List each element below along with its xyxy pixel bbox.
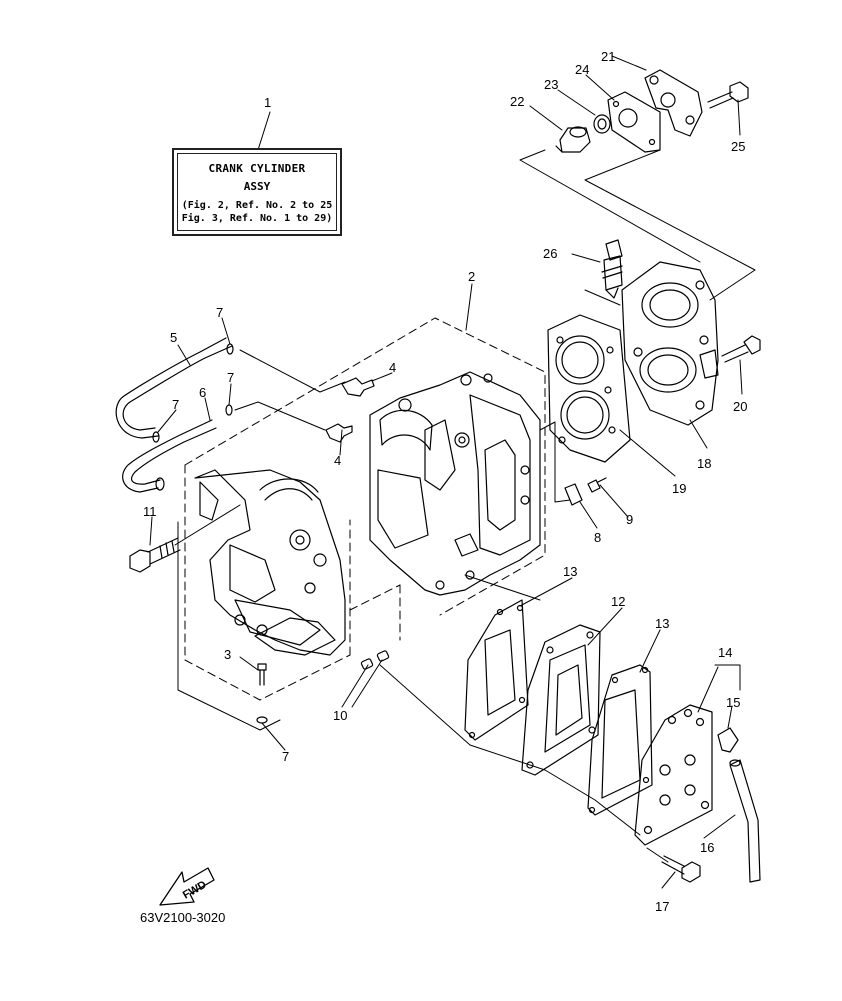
cover-part-21 xyxy=(644,69,703,137)
exhaust-gasket-part-13-b xyxy=(587,664,653,816)
info-box-title: CRANK CYLINDER xyxy=(208,162,306,175)
info-box-subtitle: ASSY xyxy=(243,180,271,193)
callout-7-top: 7 xyxy=(216,305,224,320)
callout-3: 3 xyxy=(224,647,232,662)
thermostat-part-22 xyxy=(555,126,591,153)
callout-11: 11 xyxy=(143,504,157,519)
callout-9: 9 xyxy=(626,512,634,527)
drawing-code: 63V2100-3020 xyxy=(140,910,226,925)
callout-7-left: 7 xyxy=(172,397,180,412)
head-gasket-part-19 xyxy=(547,314,631,463)
callout-12: 12 xyxy=(611,594,626,609)
callout-10: 10 xyxy=(333,708,348,723)
clip-part-8 xyxy=(564,483,583,506)
fwd-arrow-icon: FWD xyxy=(159,867,215,906)
fitting-part-4 xyxy=(325,377,375,443)
callout-13-left: 13 xyxy=(563,564,578,579)
pins-part-10 xyxy=(360,650,390,670)
cylinder-block xyxy=(369,371,541,596)
assembly-info-box-inner: CRANK CYLINDER ASSY (Fig. 2, Ref. No. 2 … xyxy=(177,153,337,231)
callout-18: 18 xyxy=(697,456,712,471)
callout-17: 17 xyxy=(655,899,670,914)
bolt-part-20 xyxy=(721,335,761,363)
exhaust-gasket-part-13-a xyxy=(464,599,529,741)
callout-15: 15 xyxy=(726,695,741,710)
hose-part-5 xyxy=(115,337,233,439)
callout-21: 21 xyxy=(601,49,616,64)
outer-cover-part-14 xyxy=(634,704,713,846)
crankcase-housing xyxy=(194,469,346,656)
callout-1: 1 xyxy=(264,95,272,110)
callout-7-mid: 7 xyxy=(227,370,235,385)
assembly-info-box: CRANK CYLINDER ASSY (Fig. 2, Ref. No. 2 … xyxy=(172,148,342,236)
callout-14: 14 xyxy=(718,645,733,660)
gasket-part-24 xyxy=(607,91,661,153)
callout-26: 26 xyxy=(543,246,558,261)
callout-5: 5 xyxy=(170,330,178,345)
exhaust-cover-part-12 xyxy=(521,624,601,776)
washer-part-23 xyxy=(593,114,611,134)
callout-23: 23 xyxy=(544,77,559,92)
callout-25: 25 xyxy=(731,139,746,154)
info-box-ref-line-2: Fig. 3, Ref. No. 1 to 29) xyxy=(181,213,333,224)
assembly-dashed-outline xyxy=(184,317,546,701)
cylinder-head-part-18 xyxy=(621,261,719,426)
callout-13-right: 13 xyxy=(655,616,670,631)
callout-16: 16 xyxy=(700,840,715,855)
leader-lines xyxy=(149,55,756,889)
callout-6: 6 xyxy=(199,385,207,400)
hose-part-6 xyxy=(122,419,217,493)
callout-7-bottom: 7 xyxy=(282,749,290,764)
callout-19: 19 xyxy=(672,481,687,496)
nipple-part-15 xyxy=(717,727,739,753)
callout-4-lower: 4 xyxy=(334,453,342,468)
callout-24: 24 xyxy=(575,62,590,77)
callout-20: 20 xyxy=(733,399,748,414)
bolt-part-17 xyxy=(661,855,701,883)
hose-part-16 xyxy=(729,759,761,883)
spark-plug-part-26 xyxy=(601,239,623,299)
bolt-part-3 xyxy=(257,663,267,686)
callout-22: 22 xyxy=(510,94,525,109)
callout-8: 8 xyxy=(594,530,602,545)
screw-part-9 xyxy=(587,477,607,493)
bolt-part-11 xyxy=(129,537,181,573)
ring-part-7 xyxy=(152,343,268,724)
callout-4-upper: 4 xyxy=(389,360,397,375)
bolt-part-25 xyxy=(707,81,749,109)
callout-2: 2 xyxy=(468,269,476,284)
info-box-ref-line-1: (Fig. 2, Ref. No. 2 to 25 xyxy=(181,200,333,211)
